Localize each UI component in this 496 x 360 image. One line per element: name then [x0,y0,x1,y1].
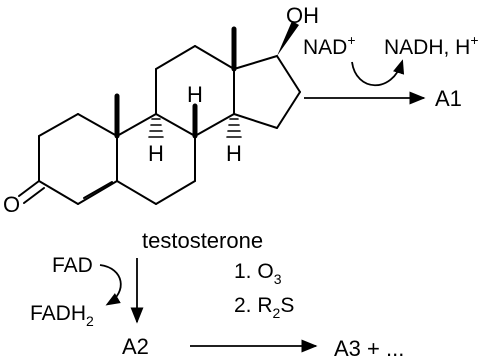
cofactor-curved-arrow [351,59,405,87]
ring-a [38,113,118,205]
ring-c [155,45,235,137]
reaction-down: FAD FADH2 A2 [30,254,149,359]
step-2-label: 2. R2S [234,294,294,321]
nadh-label: NADH, H+ [384,32,479,59]
product-a2: A2 [122,334,149,359]
hydrogen-c14-label: H [226,141,242,166]
fad-curved-arrow [99,264,122,306]
ring-d [233,55,301,129]
reaction-top: NAD+ NADH, H+ A1 [303,32,479,111]
product-a3: A3 + ... [334,336,404,360]
reaction-ozonolysis: 1. O3 2. R2S A3 + ... [190,260,404,360]
ring-b [116,113,196,205]
oxygen-label: O [3,192,20,217]
fadh2-label: FADH2 [30,302,94,329]
fad-label: FAD [52,254,93,277]
angular-methyls [114,26,237,139]
oh-wedge-bond [277,21,299,56]
testosterone-structure: O OH H H H testosterone [3,3,319,253]
hydrogen-c8-label: H [187,82,203,107]
product-a1: A1 [435,86,462,111]
nad-label: NAD+ [303,32,356,59]
hydrogen-c9-label: H [148,141,164,166]
molecule-name: testosterone [142,228,263,253]
hydroxyl-label: OH [286,3,319,28]
carbonyl-group [18,180,45,204]
hashed-bond-c14 [226,118,242,138]
hashed-bond-c9 [148,118,164,138]
step-1-label: 1. O3 [234,260,282,287]
